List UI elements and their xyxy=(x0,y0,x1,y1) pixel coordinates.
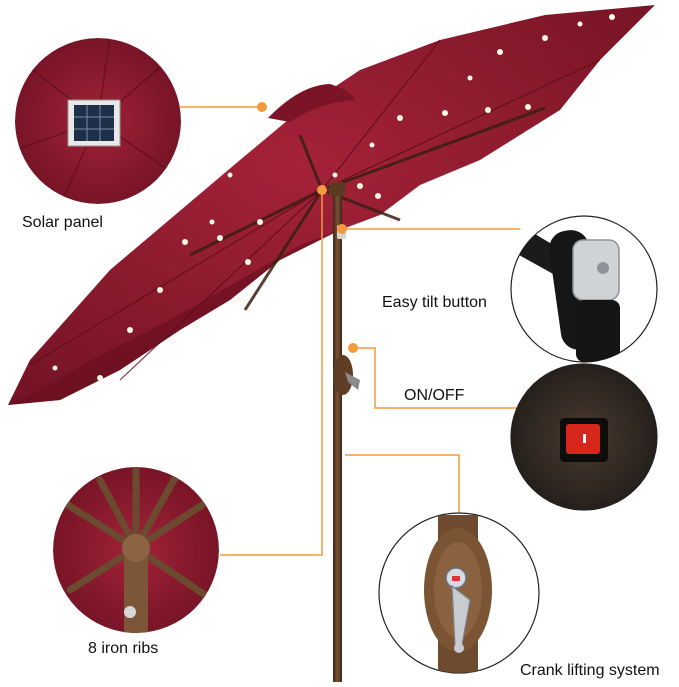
ribs-label: 8 iron ribs xyxy=(88,640,159,657)
canopy xyxy=(8,5,655,405)
ribs-icon xyxy=(53,467,219,633)
crank-icon xyxy=(378,512,540,674)
solar-panel-label: Solar panel xyxy=(22,214,103,231)
led-lights xyxy=(52,14,615,381)
pole xyxy=(329,182,360,682)
solar-panel-icon xyxy=(15,38,181,204)
tilt-button-icon xyxy=(510,215,658,363)
tilt-button-label: Easy tilt button xyxy=(382,294,487,311)
leader-lines xyxy=(180,106,520,556)
crank-label: Crank lifting system xyxy=(520,662,660,679)
power-switch-label: ON/OFF xyxy=(404,387,465,404)
power-switch-icon xyxy=(510,363,658,511)
